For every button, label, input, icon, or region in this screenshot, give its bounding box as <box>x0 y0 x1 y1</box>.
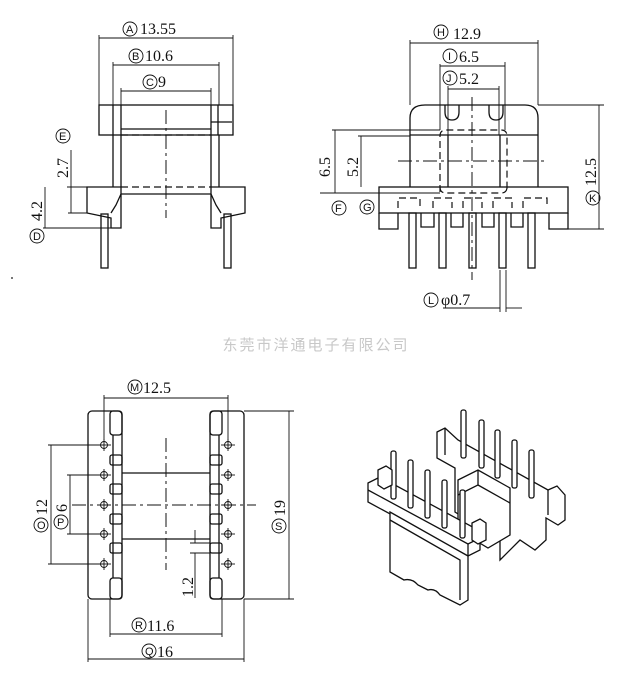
dim-I: I 6.5 <box>442 48 479 66</box>
dim-M: M 12.5 <box>127 379 171 397</box>
dim-value: 13.55 <box>140 21 176 38</box>
dim-value: 6 <box>54 504 71 512</box>
dim-value: 5.2 <box>345 157 362 177</box>
base-left <box>86 186 122 229</box>
dim-E: E 2.7 <box>55 128 72 178</box>
dim-value: 12.5 <box>143 380 171 397</box>
dim-O: O 12 <box>33 499 51 533</box>
dim-value: 19 <box>272 500 289 516</box>
pin <box>100 213 109 269</box>
dim-value: 1.2 <box>180 577 197 597</box>
dim-value: 9 <box>158 74 166 91</box>
base-right <box>210 186 246 229</box>
dim-tag: B <box>132 51 139 63</box>
pin <box>498 212 507 269</box>
dim-F: F 6.5 <box>317 157 347 216</box>
dim-value: 6.5 <box>317 157 334 177</box>
dim-B: B 10.6 <box>128 48 173 65</box>
dim-value: φ0.7 <box>441 292 470 309</box>
dim-tag: S <box>275 521 282 533</box>
dim-tag: G <box>363 202 372 214</box>
dim-tag: Q <box>145 646 154 658</box>
dim-value: 10.6 <box>145 48 173 65</box>
dim-Q: Q 16 <box>141 643 173 661</box>
dim-tag: A <box>126 24 134 36</box>
pin <box>527 212 536 269</box>
company-name: 东莞市洋通电子有限公司 <box>222 336 409 354</box>
dim-C: C 9 <box>142 74 166 91</box>
dim-R: R 11.6 <box>131 617 174 635</box>
front-view <box>11 35 246 279</box>
pin <box>223 213 232 269</box>
dim-tag: O <box>37 520 46 532</box>
dim-H: H 12.9 <box>433 24 481 43</box>
dim-tag: F <box>335 203 342 215</box>
side-base <box>378 186 569 214</box>
dim-tag: M <box>130 382 139 394</box>
side-view <box>320 40 604 312</box>
dim-P: P 6 <box>53 504 71 530</box>
dim-value: 12 <box>34 499 51 515</box>
dim-value: 2.7 <box>55 158 72 178</box>
dim-D: D 4.2 <box>29 201 46 244</box>
dim-value: 4.2 <box>29 201 46 221</box>
dim-L: L φ0.7 <box>423 292 470 309</box>
dim-tag: R <box>135 620 143 632</box>
dim-S: S 19 <box>271 500 289 534</box>
isometric-view <box>367 409 566 606</box>
dim-tag: C <box>146 77 154 89</box>
dim-tag: J <box>446 73 452 85</box>
stray-dot <box>11 277 13 279</box>
pin <box>408 212 417 269</box>
dim-A: A 13.55 <box>122 21 176 38</box>
dim-J: J 5.2 <box>442 70 479 88</box>
bottom-view <box>48 395 294 662</box>
dim-tag: H <box>437 27 445 39</box>
dim-value: 12.9 <box>453 26 481 43</box>
dim-pin-gap: 1.2 <box>180 577 197 597</box>
dim-tag: I <box>448 51 451 63</box>
dim-value: 5.2 <box>459 71 479 88</box>
dim-tag: K <box>589 193 597 205</box>
dim-K: K 12.5 <box>583 158 601 206</box>
dim-value: 16 <box>157 644 173 661</box>
pin <box>438 212 447 269</box>
dim-tag: P <box>57 517 64 529</box>
dim-value: 12.5 <box>583 158 600 186</box>
dim-tag: E <box>59 131 66 143</box>
dim-value: 11.6 <box>147 618 174 635</box>
dim-G: G 5.2 <box>345 157 375 215</box>
dim-tag: D <box>33 231 41 243</box>
dim-value: 6.5 <box>459 49 479 66</box>
dim-tag: L <box>428 295 434 307</box>
